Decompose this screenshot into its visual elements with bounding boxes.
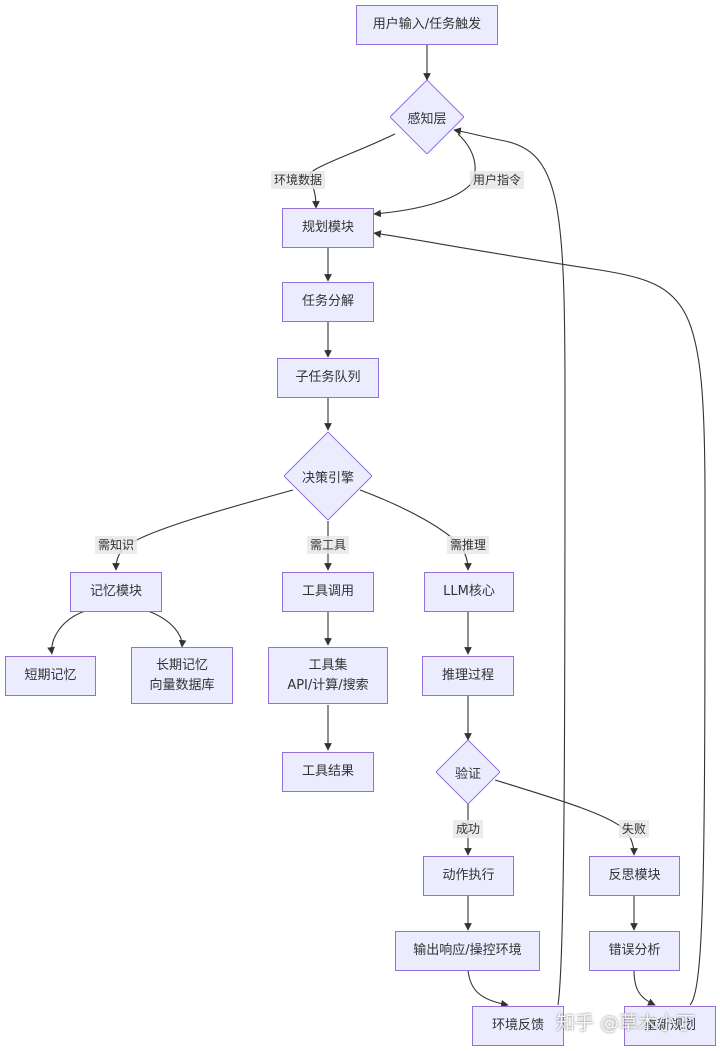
node-planning-label: 规划模块	[301, 220, 354, 235]
edge-memory-long	[147, 610, 187, 648]
decision-diamond-shape	[284, 432, 372, 520]
node-replan[interactable]: 重新规划	[624, 1006, 716, 1046]
perception-diamond-shape	[390, 80, 464, 154]
node-subtask-queue-label: 子任务队列	[295, 370, 361, 385]
node-tool-result-label: 工具结果	[301, 764, 354, 779]
node-toolset-line2: API/计算/搜索	[287, 677, 369, 693]
edge-label-need-reasoning: 需推理	[446, 536, 490, 554]
node-llm-core-label: LLM核心	[443, 584, 495, 599]
node-decision-engine-label: 决策引擎	[301, 470, 354, 486]
node-llm-core[interactable]: LLM核心	[424, 572, 514, 612]
edge-label-env-data: 环境数据	[270, 171, 326, 189]
edge-error-replan	[633, 969, 656, 1006]
node-perception-label: 感知层	[407, 111, 447, 127]
node-memory[interactable]: 记忆模块	[70, 572, 162, 612]
edge-label-user-cmd: 用户指令	[469, 171, 525, 189]
edge-memory-short	[47, 610, 86, 655]
edge-output-feedback	[467, 969, 509, 1008]
node-toolset[interactable]: 工具集 API/计算/搜索	[268, 647, 388, 704]
node-long-term-memory-line2: 向量数据库	[149, 677, 215, 693]
node-tool-call-label: 工具调用	[301, 584, 354, 599]
node-short-term-memory-label: 短期记忆	[24, 668, 77, 683]
node-replan-label: 重新规划	[643, 1018, 696, 1033]
node-environment-feedback[interactable]: 环境反馈	[472, 1006, 564, 1046]
node-reasoning-label: 推理过程	[441, 668, 494, 683]
node-reasoning[interactable]: 推理过程	[422, 656, 514, 696]
node-action-execution-label: 动作执行	[442, 868, 495, 883]
node-error-analysis-label: 错误分析	[608, 943, 661, 958]
node-verify-label: 验证	[454, 766, 481, 782]
node-output-response[interactable]: 输出响应/操控环境	[395, 931, 540, 971]
edge-feedback-perception	[453, 127, 566, 1006]
node-perception[interactable]: 感知层	[390, 80, 464, 154]
edge-replan-planning	[373, 230, 706, 1006]
node-reflection[interactable]: 反思模块	[589, 856, 680, 896]
node-reflection-label: 反思模块	[608, 868, 661, 883]
node-subtask-queue[interactable]: 子任务队列	[277, 358, 379, 398]
edge-label-need-tool: 需工具	[306, 536, 350, 554]
edge-label-failure: 失败	[618, 820, 650, 838]
node-toolset-line1: 工具集	[308, 657, 348, 673]
node-environment-feedback-label: 环境反馈	[491, 1018, 544, 1033]
node-user-input-label: 用户输入/任务触发	[372, 17, 482, 32]
node-task-decomposition-label: 任务分解	[301, 294, 354, 309]
node-task-decomposition[interactable]: 任务分解	[282, 282, 374, 322]
verify-diamond-shape	[436, 740, 500, 804]
node-output-response-label: 输出响应/操控环境	[413, 943, 522, 958]
node-long-term-memory[interactable]: 长期记忆 向量数据库	[131, 647, 233, 704]
node-decision-engine[interactable]: 决策引擎	[284, 432, 372, 520]
watermark: 知乎 @草木小丁	[556, 1012, 696, 1034]
node-memory-label: 记忆模块	[89, 584, 142, 599]
node-tool-call[interactable]: 工具调用	[282, 572, 374, 612]
edge-label-success: 成功	[452, 820, 484, 838]
node-action-execution[interactable]: 动作执行	[423, 856, 514, 896]
edge-perception-planning-user	[373, 133, 476, 218]
node-planning[interactable]: 规划模块	[282, 208, 374, 248]
edge-label-need-knowledge: 需知识	[94, 536, 138, 554]
node-long-term-memory-line1: 长期记忆	[155, 657, 208, 673]
edge-decision-memory	[112, 489, 294, 571]
node-tool-result[interactable]: 工具结果	[282, 752, 374, 792]
node-verify[interactable]: 验证	[436, 740, 500, 804]
node-error-analysis[interactable]: 错误分析	[589, 931, 680, 971]
edge-decision-llm	[359, 489, 472, 571]
node-short-term-memory[interactable]: 短期记忆	[5, 656, 96, 696]
node-user-input[interactable]: 用户输入/任务触发	[356, 5, 498, 45]
